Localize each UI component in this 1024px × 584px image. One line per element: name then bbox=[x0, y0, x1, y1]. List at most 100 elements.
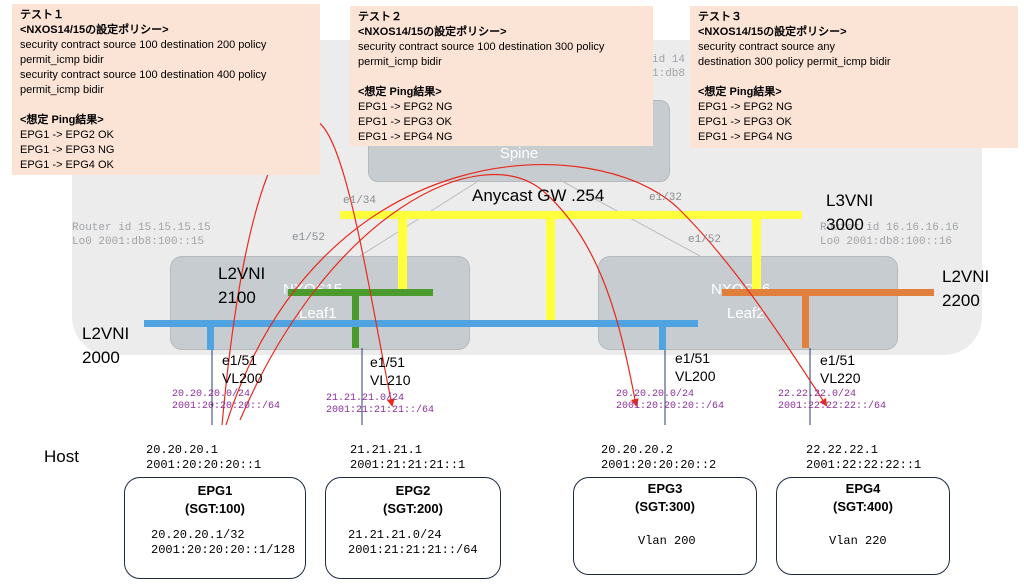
port-label-epg2: e1/51 VL210 bbox=[370, 354, 410, 388]
epg-inner-line: 20.20.20.1/32 bbox=[151, 528, 245, 542]
epg-inner-line: Vlan 220 bbox=[829, 534, 887, 548]
subnet-epg2: 21.21.21.0/24 2001:21:21:21::/64 bbox=[326, 393, 434, 417]
port-label-epg1: e1/51 VL200 bbox=[222, 352, 262, 386]
host-ipv4: 21.21.21.1 bbox=[350, 443, 423, 457]
note-test1-result-header: <想定 Ping結果> bbox=[20, 114, 104, 126]
host-ipv6: 2001:20:20:20::2 bbox=[601, 458, 717, 472]
epg-sgt: (SGT:200) bbox=[383, 501, 443, 516]
l2vni-2000-drop-leaf2 bbox=[659, 324, 666, 350]
note-test3-policy-line: security contract source any bbox=[698, 41, 835, 53]
note-test3-result-header: <想定 Ping結果> bbox=[698, 86, 782, 98]
host-label: Host bbox=[44, 447, 79, 466]
anycast-gw-label: Anycast GW .254 bbox=[472, 186, 605, 205]
ping-arrow-test2-epg3 bbox=[239, 174, 639, 421]
note-test2-result: EPG1 -> EPG2 NG bbox=[358, 101, 453, 113]
epg4-box: EPG4 (SGT:400) Vlan 220 bbox=[776, 477, 950, 575]
host-ipv6: 2001:22:22:22::1 bbox=[806, 458, 922, 472]
subnet-v4: 20.20.20.0/24 bbox=[616, 389, 695, 400]
note-test2-result-header: <想定 Ping結果> bbox=[358, 86, 442, 98]
spine-label: Spine bbox=[499, 145, 539, 162]
epg-inner-line: Vlan 200 bbox=[638, 534, 696, 548]
subnet-v4: 21.21.21.0/24 bbox=[326, 393, 405, 404]
epg-inner-line: 21.21.21.0/24 bbox=[348, 528, 442, 542]
leaf1-spine-intf: e1/34 bbox=[343, 195, 377, 207]
l3vni-label: L3VNI 3000 bbox=[826, 190, 873, 235]
leaf1-lo0: Lo0 2001:db8:100::15 bbox=[72, 236, 205, 248]
note-test2-policy-header: <NXOS14/15の設定ポリシー> bbox=[358, 26, 507, 38]
host-ipv4: 20.20.20.2 bbox=[601, 443, 674, 457]
l2vni-2100-label: L2VNI 2100 bbox=[218, 263, 265, 308]
note-test3-policy-header: <NXOS14/15の設定ポリシー> bbox=[698, 26, 847, 38]
epg-sgt: (SGT:100) bbox=[185, 501, 245, 516]
l3vni-drop-leaf1 bbox=[398, 215, 407, 293]
leaf2-uplink-intf: e1/52 bbox=[688, 234, 722, 246]
note-test2-policy-line: permit_icmp bidir bbox=[358, 56, 442, 68]
l3vni-drop-center bbox=[546, 215, 555, 325]
l2vni-2200-id: 2200 bbox=[942, 291, 980, 310]
note-test2-result: EPG1 -> EPG3 OK bbox=[358, 116, 452, 128]
leaf1-uplink-intf: e1/52 bbox=[292, 232, 326, 244]
leaf1-switch: NXOS15 Leaf1 bbox=[170, 256, 470, 350]
spine-peek-2: 1:db8 bbox=[652, 68, 686, 80]
leaf1-label: Leaf1 bbox=[299, 305, 337, 322]
l2vni-2200-label: L2VNI 2200 bbox=[942, 266, 989, 311]
subnet-v4: 20.20.20.0/24 bbox=[172, 389, 251, 400]
note-test3-result: EPG1 -> EPG4 NG bbox=[698, 131, 793, 143]
note-test3-policy-line: destination 300 policy permit_icmp bidir bbox=[698, 56, 891, 68]
port-label-epg4: e1/51 VL220 bbox=[820, 352, 860, 386]
l2vni-2000-id: 2000 bbox=[82, 348, 120, 367]
l2vni-2200-name: L2VNI bbox=[942, 267, 990, 286]
subnet-epg1: 20.20.20.0/24 2001:20:20:20::/64 bbox=[172, 389, 280, 413]
l2vni-2000-name: L2VNI bbox=[82, 324, 130, 343]
epg3-box: EPG3 (SGT:300) Vlan 200 bbox=[573, 477, 757, 575]
host-ipv4: 20.20.20.1 bbox=[146, 443, 219, 457]
l2vni-2200-bar bbox=[722, 289, 934, 296]
note-test3-result: EPG1 -> EPG2 NG bbox=[698, 101, 793, 113]
note-test2-title: テスト２ bbox=[358, 11, 402, 23]
note-test1-policy-line: permit_icmp bidir bbox=[20, 84, 104, 96]
port-label-epg3: e1/51 VL200 bbox=[675, 350, 715, 384]
epg-name: EPG1 bbox=[197, 483, 233, 498]
subnet-v6: 2001:21:21:21::/64 bbox=[326, 405, 435, 416]
l3vni-name: L3VNI bbox=[826, 191, 874, 210]
l2vni-2100-id: 2100 bbox=[218, 288, 256, 307]
l2vni-2000-bar bbox=[144, 320, 698, 327]
note-test2: テスト２ <NXOS14/15の設定ポリシー> security contrac… bbox=[350, 6, 653, 146]
subnet-v6: 2001:22:22:22::/64 bbox=[778, 401, 887, 412]
note-test1-policy-line: security contract source 100 destination… bbox=[20, 39, 267, 51]
note-test3: テスト３ <NXOS14/15の設定ポリシー> security contrac… bbox=[690, 6, 1018, 148]
epg2-box: EPG2 (SGT:200) 21.21.21.0/24 2001:21:21:… bbox=[325, 477, 501, 579]
port-intf: e1/51 bbox=[675, 350, 711, 366]
note-test3-title: テスト３ bbox=[698, 11, 742, 23]
note-test2-policy-line: security contract source 100 destination… bbox=[358, 41, 605, 53]
note-test1-result: EPG1 -> EPG2 OK bbox=[20, 129, 114, 141]
subnet-epg3: 20.20.20.0/24 2001:20:20:20::/64 bbox=[616, 389, 724, 413]
host-ipv4: 22.22.22.1 bbox=[806, 443, 879, 457]
port-intf: e1/51 bbox=[820, 352, 856, 368]
note-test1-result: EPG1 -> EPG3 NG bbox=[20, 144, 115, 156]
epg1-box: EPG1 (SGT:100) 20.20.20.1/32 2001:20:20:… bbox=[124, 477, 306, 579]
host-ipv6: 2001:21:21:21::1 bbox=[350, 458, 466, 472]
l3vni-drop-leaf2 bbox=[752, 215, 761, 293]
note-test3-result: EPG1 -> EPG3 OK bbox=[698, 116, 792, 128]
subnet-epg4: 22.22.22.0/24 2001:22:22:22::/64 bbox=[778, 389, 886, 413]
epg-sgt: (SGT:400) bbox=[833, 499, 893, 514]
epg-inner-line: 2001:21:21:21::/64 bbox=[348, 543, 478, 557]
port-intf: e1/51 bbox=[222, 352, 258, 368]
note-test1-result: EPG1 -> EPG4 OK bbox=[20, 159, 114, 171]
port-vlan: VL200 bbox=[222, 370, 263, 386]
note-test1-policy-header: <NXOS14/15の設定ポリシー> bbox=[20, 24, 169, 36]
leaf2-router-id: Router id 16.16.16.16 bbox=[820, 222, 959, 234]
host-addr-epg3: 20.20.20.2 2001:20:20:20::2 bbox=[601, 443, 716, 473]
port-intf: e1/51 bbox=[370, 354, 406, 370]
note-test1-policy-line: security contract source 100 destination… bbox=[20, 69, 267, 81]
leaf1-router-id: Router id 15.15.15.15 bbox=[72, 222, 211, 234]
port-vlan: VL210 bbox=[370, 372, 411, 388]
host-ipv6: 2001:20:20:20::1 bbox=[146, 458, 262, 472]
l2vni-2100-bar bbox=[288, 289, 433, 296]
host-addr-epg2: 21.21.21.1 2001:21:21:21::1 bbox=[350, 443, 465, 473]
epg-sgt: (SGT:300) bbox=[635, 499, 695, 514]
leaf2-spine-intf: e1/32 bbox=[649, 192, 683, 204]
epg-inner-line: 2001:20:20:20::1/128 bbox=[151, 543, 296, 557]
